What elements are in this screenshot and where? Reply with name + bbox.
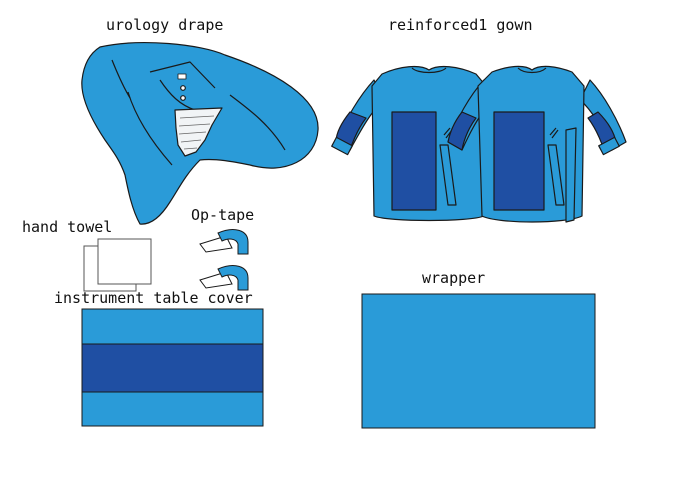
op-tape-label: Op-tape	[191, 206, 255, 224]
instrument-table-cover-illustration	[81, 308, 264, 427]
instrument-table-cover-label: instrument table cover	[54, 289, 253, 307]
urology-drape-label: urology drape	[106, 16, 224, 34]
hand-towel-label: hand towel	[22, 218, 113, 236]
op-tape-illustration	[199, 229, 249, 291]
reinforced-gown-label: reinforced1 gown	[388, 16, 533, 34]
hand-towel-illustration	[83, 238, 152, 292]
wrapper-illustration	[361, 293, 596, 429]
urology-drape-illustration	[81, 42, 319, 225]
wrapper-label: wrapper	[422, 269, 486, 287]
reinforced-gown-back	[447, 65, 627, 223]
